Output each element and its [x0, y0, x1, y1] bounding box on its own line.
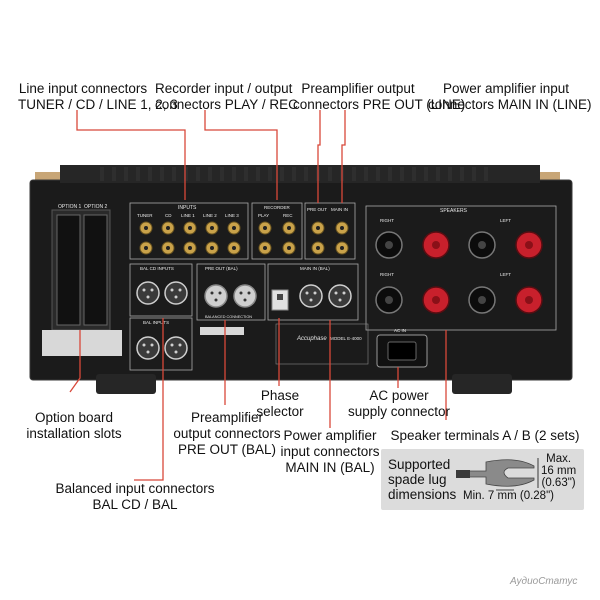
- play-label: PLAY: [258, 213, 269, 218]
- spade-lug-max-dimension: Max. 16 mm (0.63"): [541, 453, 577, 489]
- callout-lines: [69, 110, 447, 481]
- phase-selector-knob: [277, 294, 283, 300]
- speaker-left-b-label: LEFT: [500, 272, 511, 277]
- rec-label: REC: [283, 213, 293, 218]
- caution-label: [42, 330, 122, 356]
- nameplate: [275, 323, 369, 365]
- option1-label: OPTION 1: [58, 204, 82, 210]
- recorder-title: RECORDER: [264, 205, 291, 210]
- main-in-bal-title: MAIN IN (BAL): [300, 266, 330, 271]
- pre-out-bal-title: PRE OUT (BAL): [205, 266, 238, 271]
- serial-sticker: [200, 327, 244, 335]
- rca-input-jack-centers: [144, 226, 236, 250]
- xlr-main-in-bal-pins: [305, 291, 346, 302]
- speaker-left-a-label: LEFT: [500, 218, 511, 223]
- power-line-label: Power amplifier input connectors MAIN IN…: [428, 81, 592, 112]
- spade-lug-icon: [456, 458, 539, 491]
- pre-out-label: PRE OUT: [307, 207, 327, 212]
- watermark-text: АудиоСтатус: [510, 576, 578, 587]
- rca-preout-mainin-jack-centers: [316, 226, 344, 250]
- bal-cd-inputs-panel: [129, 263, 193, 317]
- bal-inputs-panel: [129, 317, 193, 371]
- model-text: MODEL E-4000: [330, 336, 362, 341]
- speakers-title: SPEAKERS: [440, 208, 468, 214]
- ac-in-label: AC IN: [394, 328, 406, 333]
- option2-label: OPTION 2: [84, 204, 108, 210]
- inputs-panel: [129, 202, 249, 260]
- rca-input-jacks: [139, 221, 241, 255]
- line-input-label: Line input connectors TUNER / CD / LINE …: [18, 81, 178, 112]
- preamp-line-label: Preamplifier output connectors PRE OUT (…: [293, 81, 466, 112]
- main-in-label: MAIN IN: [331, 207, 348, 212]
- foot-left: [96, 374, 156, 394]
- xlr-main-in-bal-connectors: [299, 284, 352, 308]
- tuner-label: TUNER: [137, 213, 153, 218]
- speaker-terminals-black: [375, 231, 496, 314]
- power-bal-label: Power amplifier input connectors MAIN IN…: [280, 428, 380, 475]
- phase-selector-label: Phase selector: [256, 388, 304, 419]
- balanced-connection-label: BALANCED CONNECTION: [205, 315, 252, 319]
- bal-inputs-title: BAL INPUTS: [143, 320, 169, 325]
- balanced-input-label: Balanced input connectors BAL CD / BAL: [55, 481, 215, 512]
- speaker-terminals-label: Speaker terminals A / B (2 sets): [390, 428, 580, 443]
- xlr-bal-input-pins: [142, 288, 182, 354]
- spade-lug-caption: Supported spade lug dimensions: [388, 457, 457, 502]
- speaker-right-a-label: RIGHT: [380, 218, 394, 223]
- bal-cd-inputs-title: BAL CD INPUTS: [140, 266, 174, 271]
- preamp-bal-label: Preamplifier output connectors PRE OUT (…: [173, 410, 281, 457]
- speaker-terminal-caps-red: [432, 241, 533, 304]
- vent-slots: [60, 165, 540, 183]
- recorder-label: Recorder input / output connectors PLAY …: [155, 81, 298, 112]
- cd-label: CD: [165, 213, 172, 218]
- speakers-panel: [365, 205, 557, 331]
- ac-power-label: AC power supply connector: [347, 388, 451, 419]
- inputs-title: INPUTS: [178, 205, 197, 211]
- recorder-panel: [251, 202, 303, 260]
- foot-right: [452, 374, 512, 394]
- option-board-label: Option board installation slots: [26, 410, 122, 441]
- xlr-pre-out-bal-connectors: [204, 284, 257, 308]
- option-slot-2: [83, 214, 108, 326]
- line2-label: LINE 2: [203, 213, 217, 218]
- main-in-bal-panel: [267, 263, 359, 321]
- xlr-pre-out-bal-pins: [210, 291, 251, 302]
- speaker-terminal-caps: [385, 241, 486, 304]
- spade-lug-note-box: [381, 449, 584, 510]
- spade-lug-min-dimension: Min. 7 mm (0.28"): [463, 490, 554, 502]
- speaker-right-b-label: RIGHT: [380, 272, 394, 277]
- xlr-bal-input-connectors: [136, 281, 188, 360]
- line3-label: LINE 3: [225, 213, 239, 218]
- brand-text: Accuphase: [296, 336, 327, 342]
- option-slot-1: [56, 214, 81, 326]
- pre-out-bal-panel: [196, 263, 266, 321]
- line1-label: LINE 1: [181, 213, 195, 218]
- ac-inlet-socket: [387, 341, 417, 361]
- rca-recorder-jack-centers: [263, 226, 291, 250]
- preout-mainin-panel: [304, 202, 356, 260]
